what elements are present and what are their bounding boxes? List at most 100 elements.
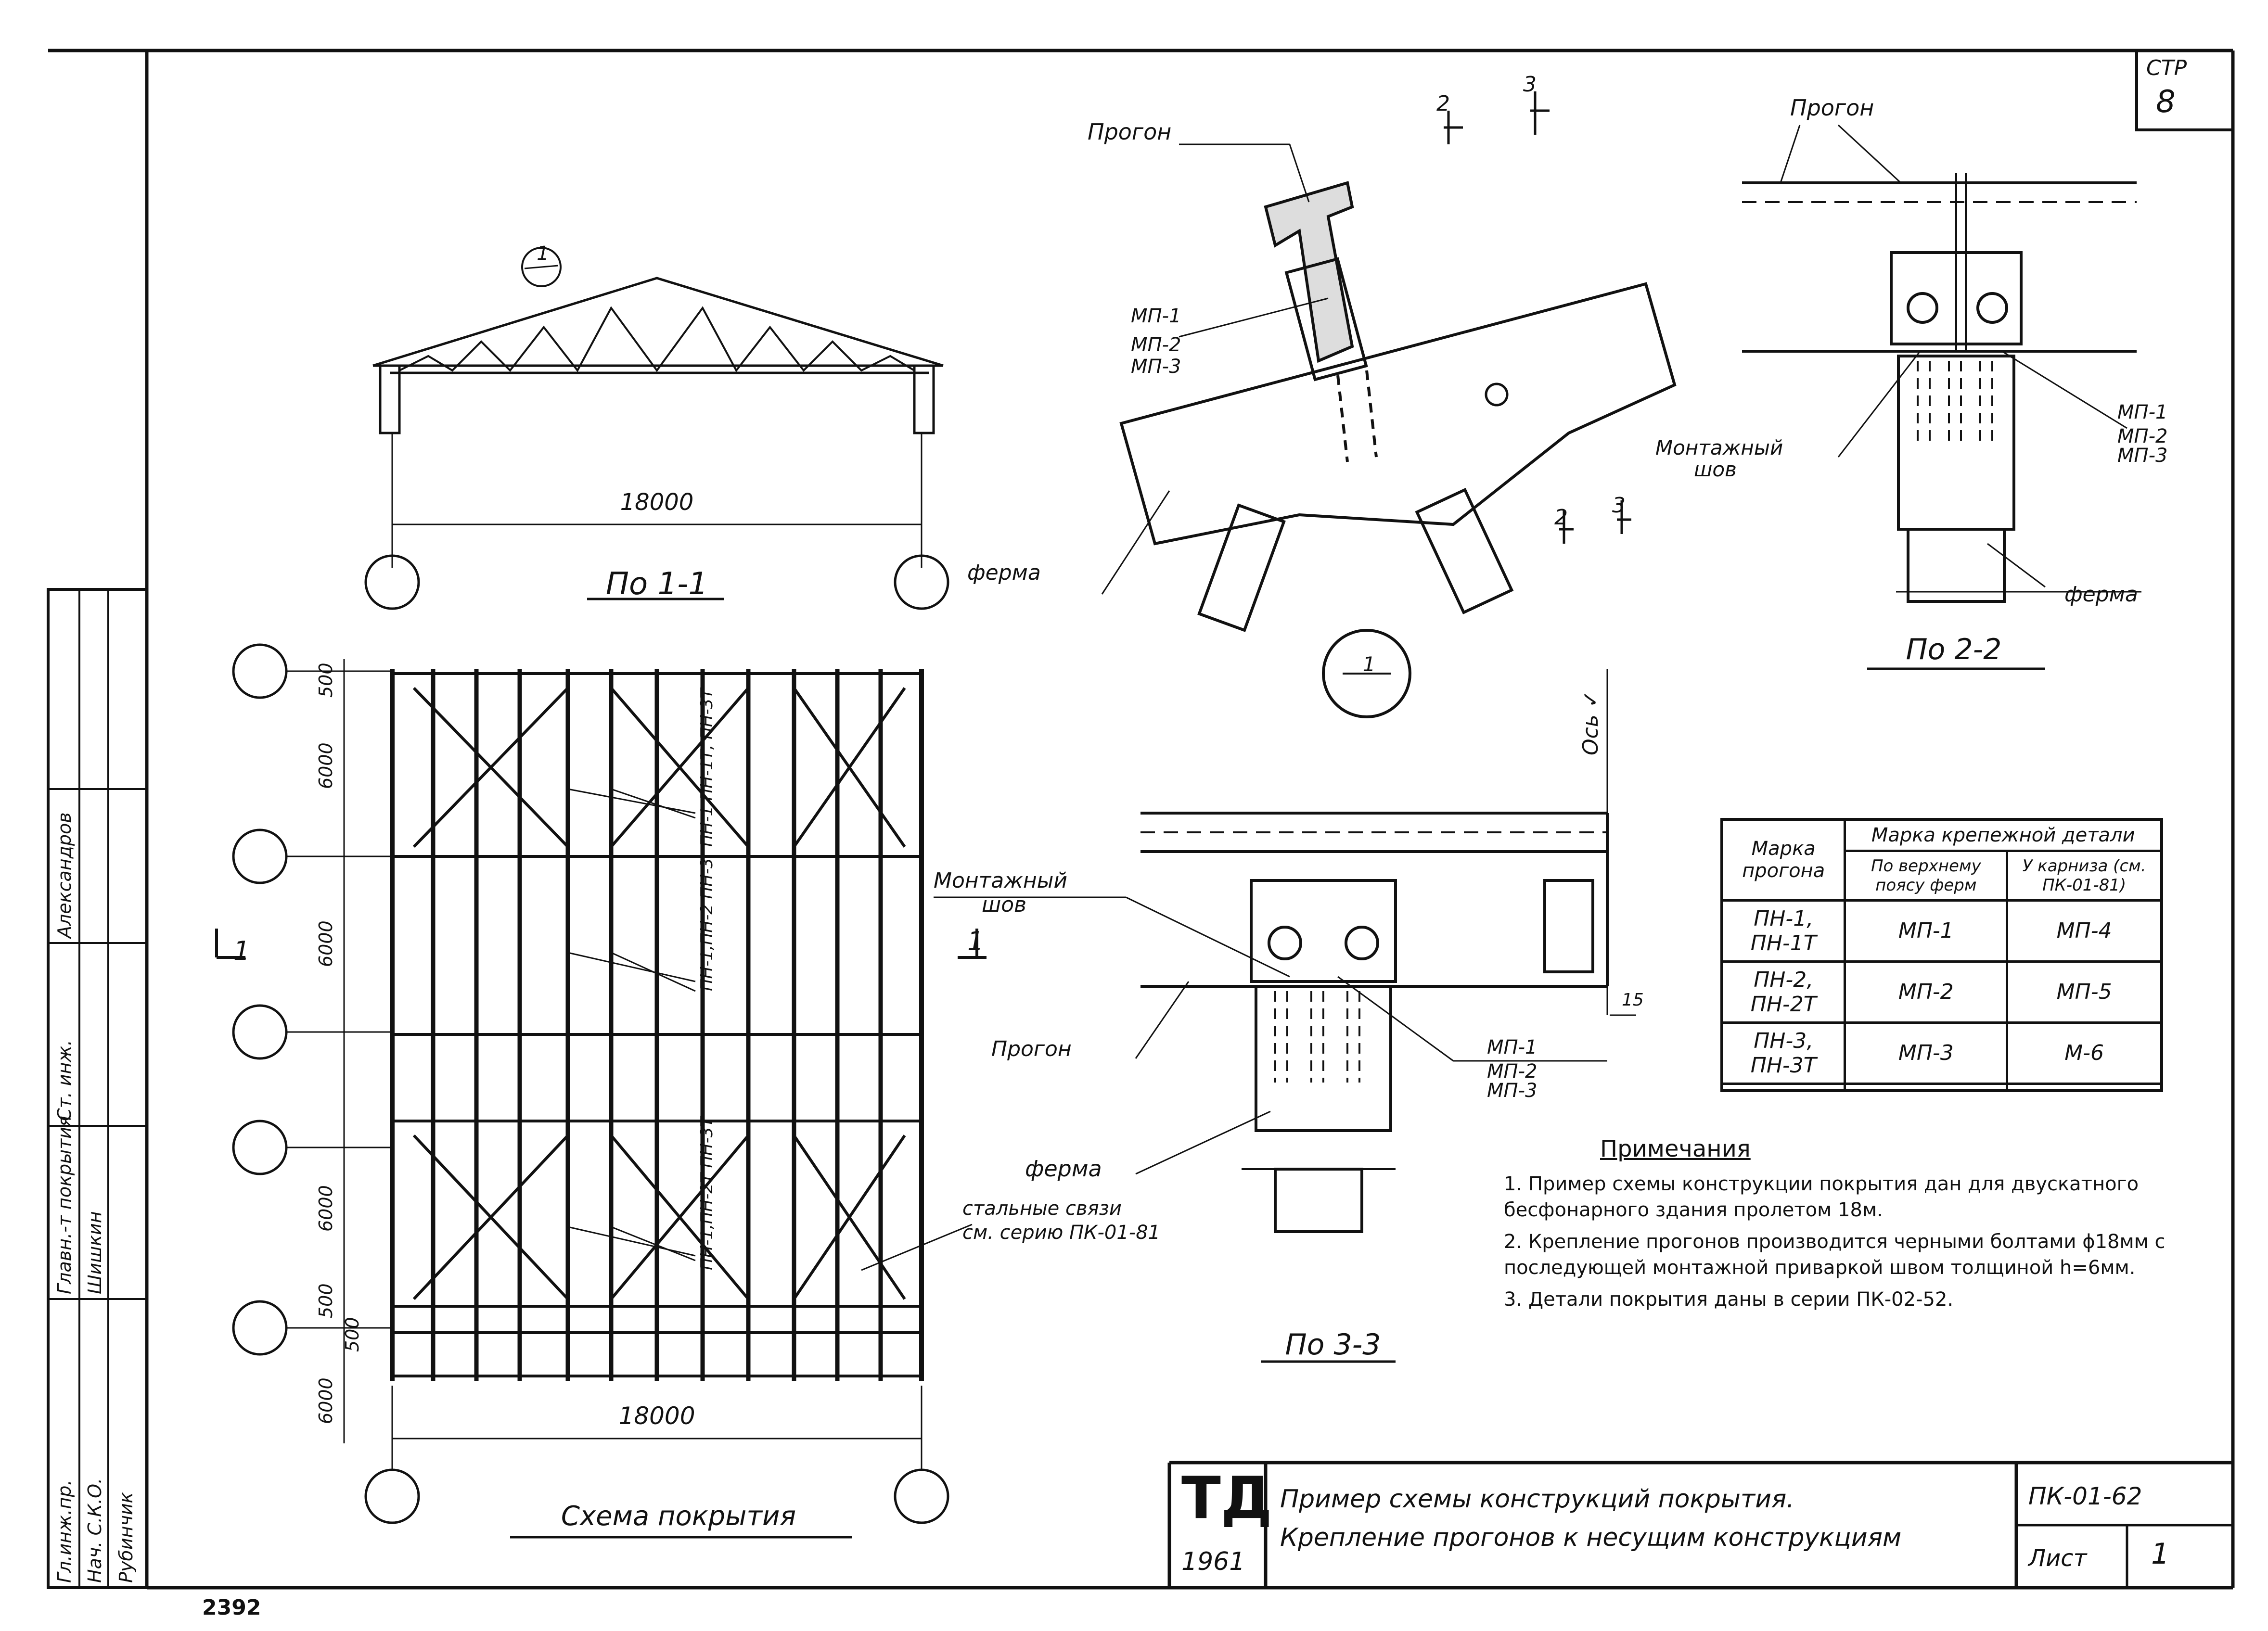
stamp-col-b-3: Александров [54,812,75,938]
detail-2-labels: Прогон МП-1 МП-2 МП-3 Монтажный шов ферм… [1655,95,2167,666]
cell-purlin: ПН-2, ПН-2Т [1720,960,1846,1024]
plan-labels: 18000 Схема покрытия 1 1 стальные связи … [233,926,1160,1532]
plan-span-dim: 18000 [618,1402,695,1430]
detail-2-truss: ферма [2064,582,2138,607]
detail-1-part-1: МП-1 [1131,305,1181,327]
notes-block: Примечания 1. Пример схемы конструкции п… [1504,1135,2226,1318]
detail-1-cut-2: 2 [1436,91,1450,116]
detail-3-purlin: Прогон [991,1037,1072,1061]
detail-1-cut-3b: 3 [1612,493,1626,518]
note-item: 3. Детали покрытия даны в серии ПК-02-52… [1504,1288,1954,1311]
detail-3-part-2: МП-2 [1487,1060,1537,1083]
cell-top: МП-3 [1844,1021,2009,1085]
page-number: 8 [2156,84,2176,120]
table-header-fixing: Марка крепежной детали [1844,818,2163,853]
dim-500-a: 500 [315,1283,336,1318]
page-label: СТР [2146,56,2187,80]
detail-2-weld: Монтажный [1655,436,1783,459]
purlin-label-a: ПН-1,ПН-1Т, ПН-3Т [697,688,717,847]
detail-1-marker: 1 [1363,652,1376,676]
stamp-col-a-3: Ст. инж. [54,1040,75,1121]
stamp-col-b-1: Шишкин [84,1211,105,1294]
title-year: 1961 [1181,1547,1245,1576]
table-header-eave: У карниза (см. ПК-01-81) [2006,850,2163,902]
elevation-section-marker: 1 [537,242,549,265]
cell-purlin: ПН-1, ПН-1Т [1720,899,1846,963]
detail-1-part-3: МП-3 [1131,356,1181,378]
detail-3-weld: Монтажный [934,868,1067,893]
detail-1-part-2: МП-2 [1131,334,1181,356]
bracing-ref: см. серию ПК-01-81 [962,1222,1160,1244]
table-row: ПН-2, ПН-2Т МП-2 МП-5 [1720,960,2163,1024]
notes-title: Примечания [1600,1135,1751,1162]
dim-500-b: 500 [342,1317,363,1352]
cell-eave: МП-5 [2006,960,2163,1024]
stamp-col-a-0: Гл.инж.пр. [54,1479,75,1583]
detail-3-3 [934,669,1636,1363]
detail-2-part-2: МП-2 [2117,425,2167,447]
logo: ТД [1181,1465,1272,1532]
detail-3-dim: 15 [1622,990,1644,1010]
detail-2-part-1: МП-1 [2117,401,2167,423]
cell-top: МП-2 [1844,960,2009,1024]
plan-vertical-dims: 500 6000 6000 6000 500 500 6000 ПН-1,ПН-… [315,663,717,1424]
cell-top: МП-1 [1844,899,2009,963]
table-row: ПН-3, ПН-3Т МП-3 М-6 [1720,1021,2163,1085]
detail-2-purlin: Прогон [1790,95,1874,121]
cell-top [1844,1082,2009,1092]
dim-6000-3: 6000 [315,1185,336,1232]
roof-plan [215,643,987,1539]
detail-3-labels: Ось ✓ Монтажный шов Прогон МП-1 МП-2 МП-… [934,690,1644,1362]
cell-eave: М-6 [2006,1021,2163,1085]
dim-6000-2: 6000 [315,920,336,967]
stamp-col-b-0: Рубинчик [115,1492,137,1583]
cell-eave [2006,1082,2163,1092]
detail-3-axis: Ось ✓ [1578,690,1603,755]
title-line-2: Крепление прогонов к несущим конструкция… [1280,1523,1902,1552]
detail-1-labels: Прогон МП-1 МП-2 МП-3 ферма 2 3 2 3 1 [967,72,1626,676]
detail-3-title: По 3-3 [1285,1328,1381,1362]
title-line-1: Пример схемы конструкций покрытия. [1280,1485,1794,1514]
purlin-label-c: ПН-1,ПН-2Т ПН-3Т [697,1116,717,1270]
stamp-col-a-2: Главн.-т покрытия [54,1116,75,1294]
detail-1-node [1101,91,1677,718]
detail-2-weld-2: шов [1694,458,1737,481]
title-block-frame [1167,1461,2233,1588]
detail-3-truss: ферма [1025,1156,1102,1182]
table-row [1720,1082,2163,1092]
detail-3-part-3: МП-3 [1487,1080,1537,1102]
elevation-span-dim: 18000 [620,489,694,516]
elevation-labels: 18000 По 1-1 1 [537,242,708,602]
cell-purlin: ПН-3, ПН-3Т [1720,1021,1846,1085]
detail-3-weld-2: шов [982,892,1026,917]
stamp-col-a-1: Нач. С.К.О. [84,1478,105,1583]
elevation-title: По 1-1 [606,566,708,602]
purlin-mark-table: Марка прогона Марка крепежной детали По … [1720,818,2163,1092]
detail-1-cut-3: 3 [1523,72,1537,97]
detail-3-part-1: МП-1 [1487,1036,1537,1058]
sheet-label: Лист [2028,1545,2087,1572]
elevation-1-1 [364,247,949,610]
detail-1-truss: ферма [967,561,1041,585]
table-header-purlin: Марка прогона [1720,818,1846,902]
plan-title: Схема покрытия [561,1501,796,1532]
detail-1-cut-2b: 2 [1554,505,1568,530]
sheet-number: 1 [2151,1537,2170,1571]
footer-number: 2392 [202,1595,261,1620]
cell-eave: МП-4 [2006,899,2163,963]
plan-section-cut-right: 1 [967,926,984,956]
purlin-label-b: ПН-1,ПН-2 ПН-3 [697,858,717,991]
detail-2-part-3: МП-3 [2117,445,2167,467]
bracing-note: стальные связи [962,1198,1122,1220]
detail-2-title: По 2-2 [1906,633,2002,666]
note-item: 2. Крепление прогонов производится черны… [1504,1231,2165,1279]
drawing-code: ПК-01-62 [2028,1482,2142,1510]
plan-section-cut: 1 [233,936,250,966]
dim-6000-1: 6000 [315,742,336,789]
frame [47,49,2235,1590]
detail-2-2 [1742,124,2141,670]
dim-6000-4: 6000 [315,1377,336,1424]
note-item: 1. Пример схемы конструкции покрытия дан… [1504,1173,2139,1221]
detail-1-purlin: Прогон [1088,119,1171,145]
